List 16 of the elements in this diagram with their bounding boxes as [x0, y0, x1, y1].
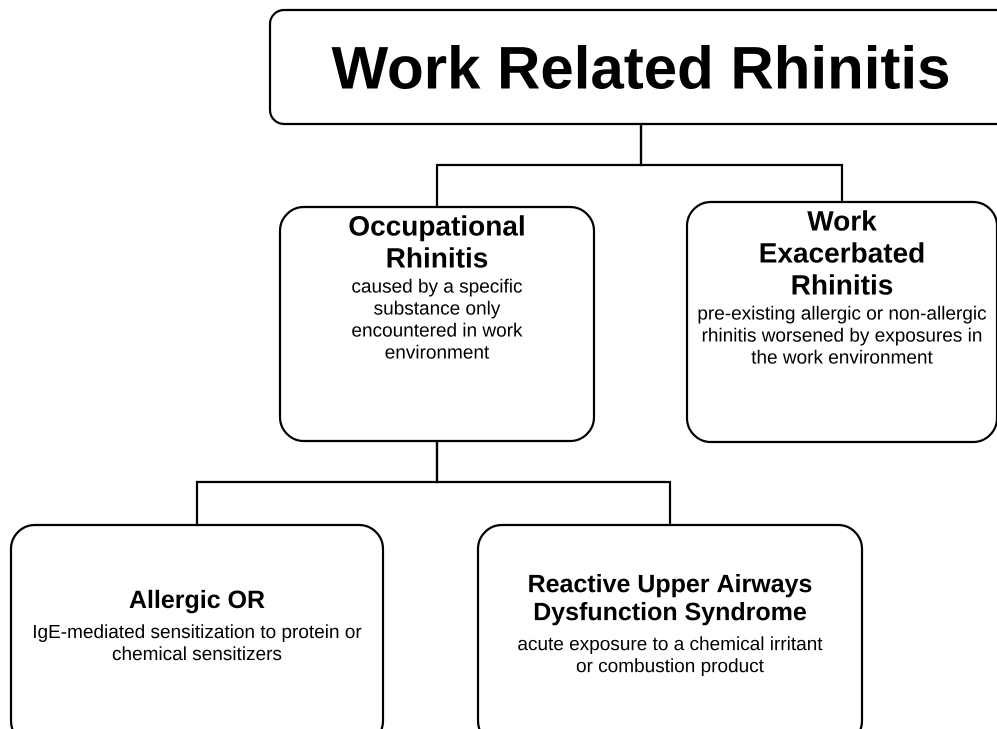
node-label: caused by a specific substance only encountered in work environment [352, 278, 523, 359]
node-label: Work Related Rhinitis [332, 44, 948, 90]
category-box [278, 206, 596, 442]
node-label: Allergic OR [130, 590, 265, 614]
node-label: IgE-mediated sensitization to protein or chemical sensitizers [34, 624, 362, 660]
connector-line [436, 442, 672, 524]
node-label: Occupational Rhinitis [349, 215, 524, 268]
subtype-box [10, 524, 384, 729]
node-label: Work Exacerbated Rhinitis [760, 210, 924, 295]
node-label: Reactive Upper Airways Dysfunction Syndrome [529, 574, 812, 626]
subtype-box [476, 524, 864, 729]
connector-line [640, 125, 844, 201]
node-label: acute exposure to a chemical irritant or combustion product [518, 636, 822, 676]
category-box [686, 200, 997, 444]
title-box [268, 8, 997, 126]
node-label: pre-existing allergic or non-allergic rhinitis worsened by exposures in the work environment [698, 306, 986, 364]
